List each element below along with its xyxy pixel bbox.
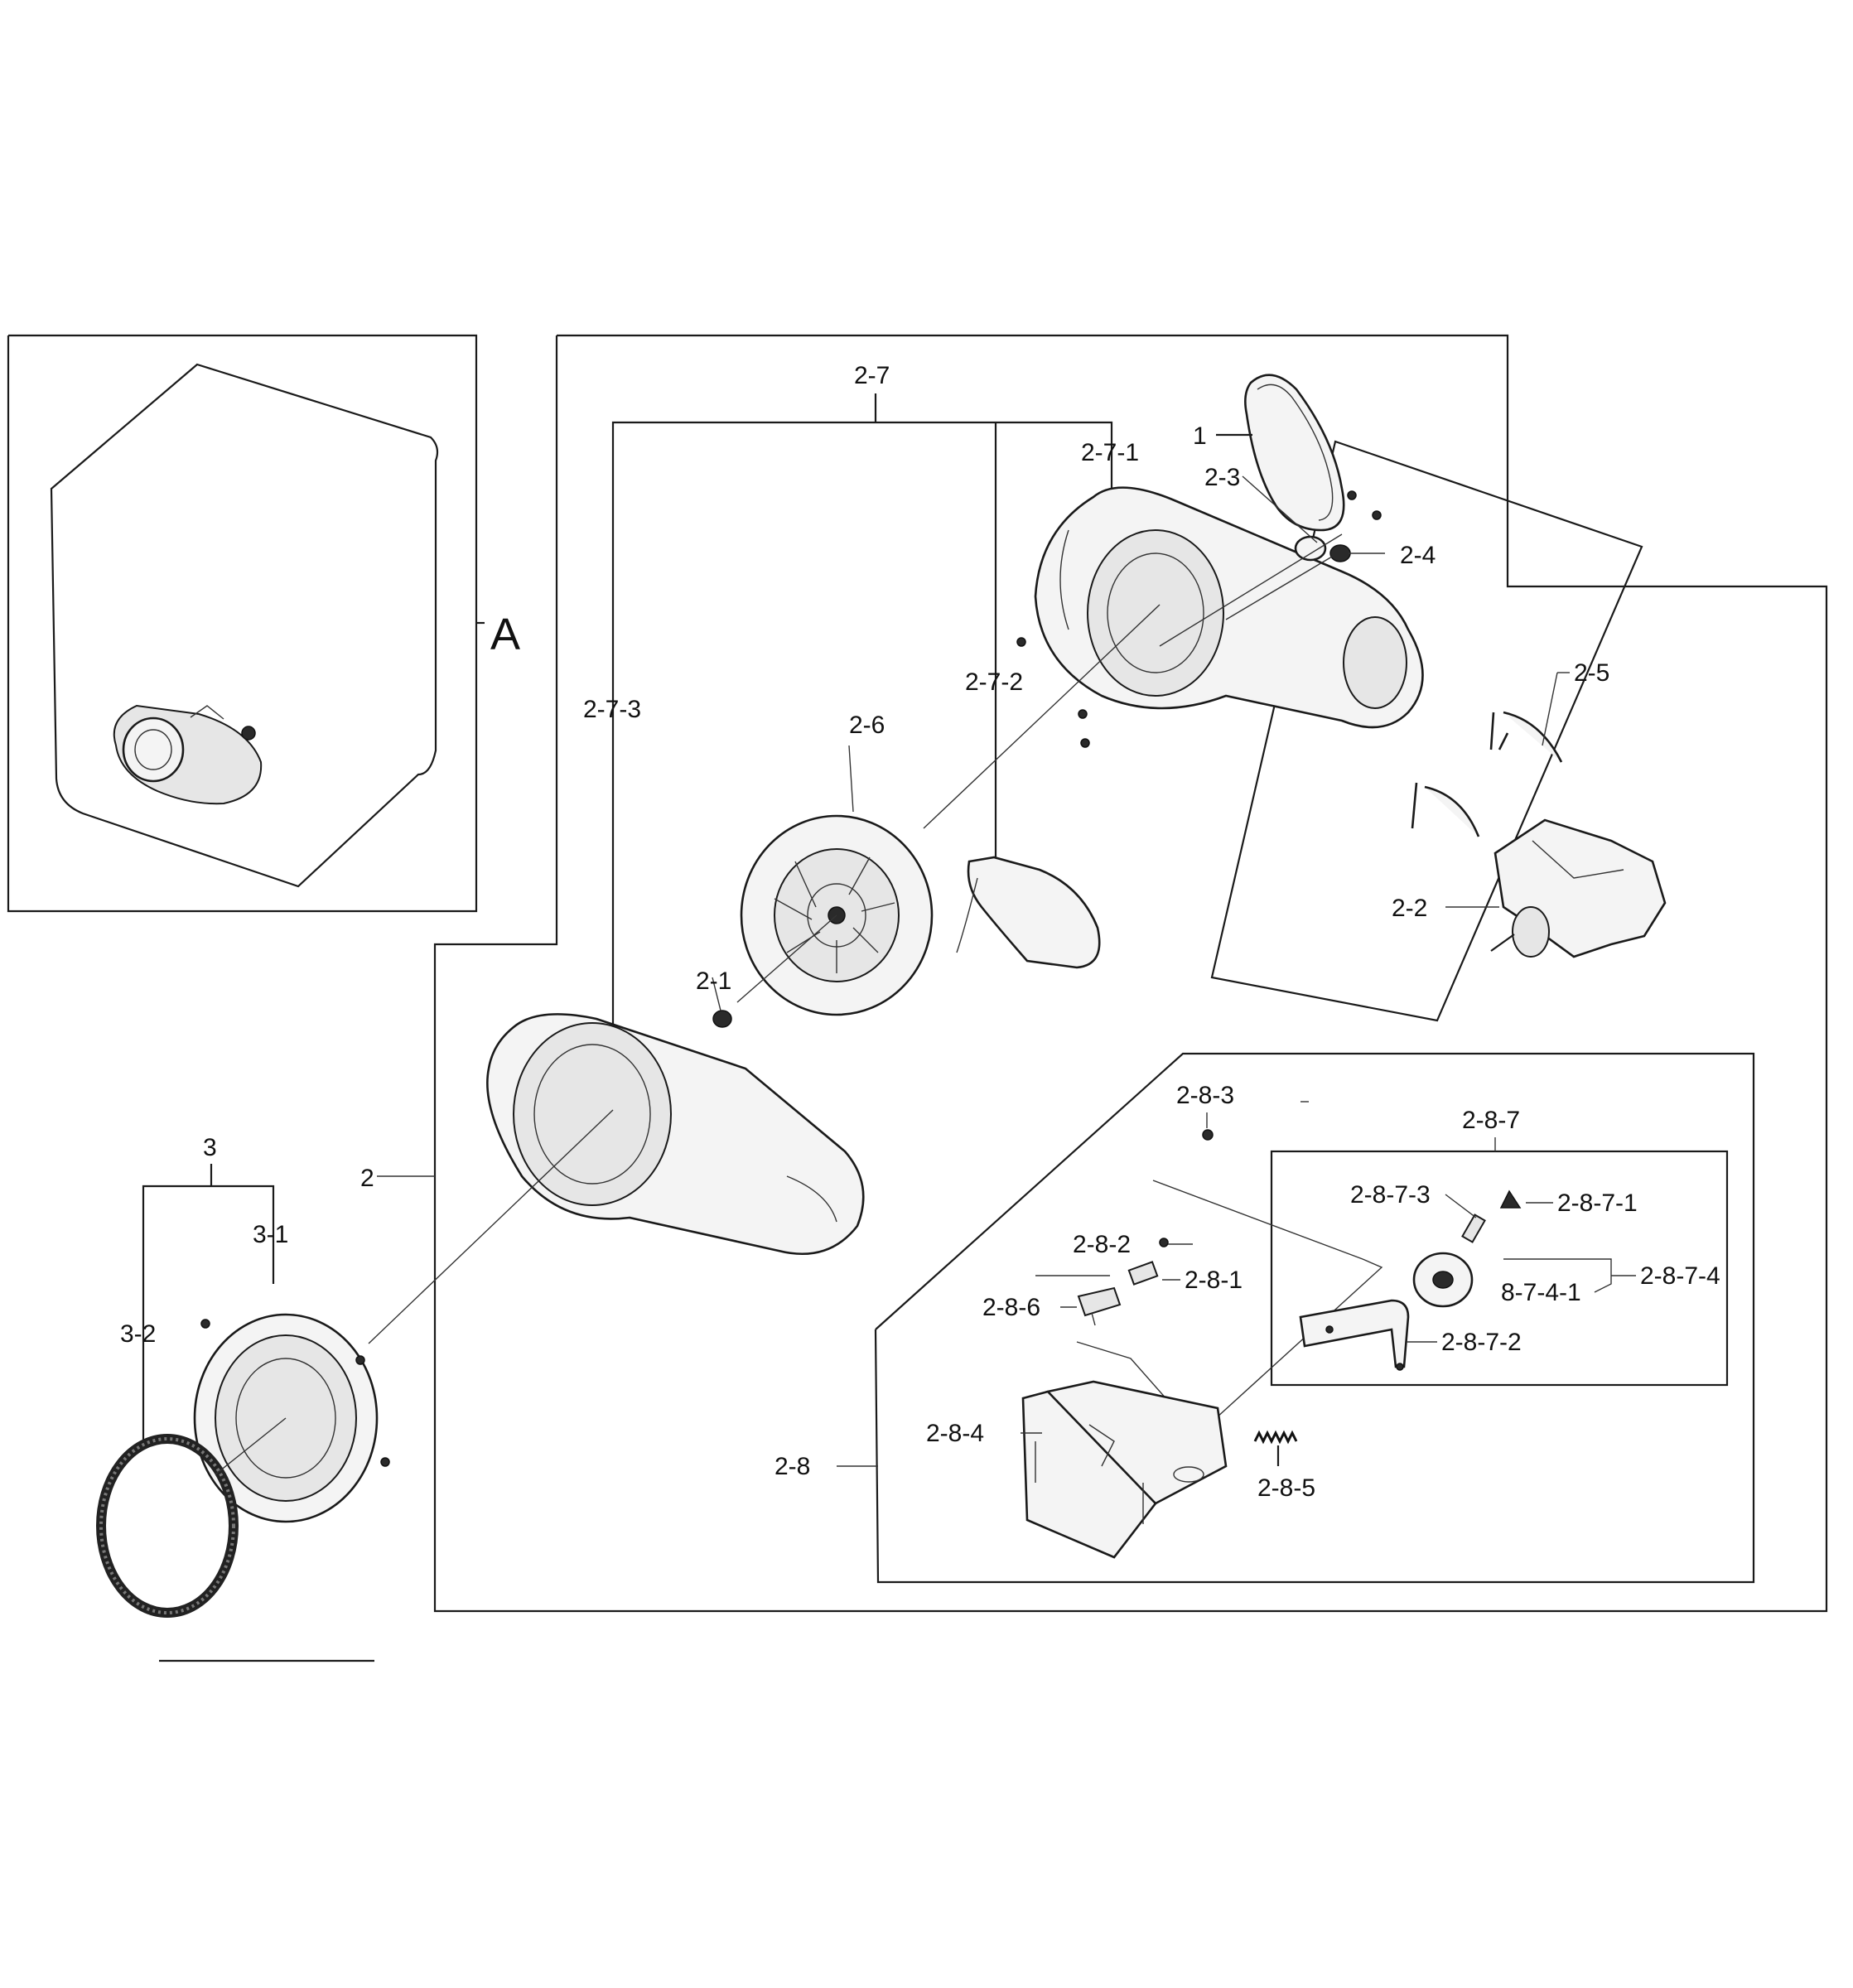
- label-2-4: 2-4: [1400, 542, 1436, 569]
- label-2: 2: [360, 1165, 374, 1192]
- label-2-8-4: 2-8-4: [926, 1420, 984, 1447]
- blower-housing-part-2-7-3: [486, 1013, 865, 1256]
- label-2-2: 2-2: [1392, 895, 1427, 922]
- clamp-part-2-5: [1411, 711, 1563, 837]
- switch-part-2-8-1: [1127, 1261, 1159, 1286]
- clip-part-2-8-7-1: [1499, 1189, 1522, 1209]
- nut-part-2-4: [1329, 544, 1351, 562]
- shaft-part-2-8-7-3: [1461, 1214, 1486, 1243]
- belt-part-1: [1216, 374, 1345, 532]
- motor-subassembly-outline: [1210, 440, 1643, 1022]
- motor-part-2-2: [1490, 818, 1667, 958]
- inset-label-a: A: [490, 610, 520, 659]
- idler-arm-part-2-8-7-2: [1299, 1299, 1410, 1371]
- label-2-8: 2-8: [774, 1453, 810, 1480]
- label-2-8-7-2: 2-8-7-2: [1441, 1329, 1522, 1356]
- label-2-8-2: 2-8-2: [1073, 1231, 1131, 1258]
- label-2-7-2: 2-7-2: [965, 668, 1023, 696]
- screw-part-2-8-3: [1202, 1129, 1214, 1141]
- label-2-8-3: 2-8-3: [1176, 1082, 1234, 1109]
- idler-subassembly-outline: [1270, 1150, 1729, 1387]
- screw-part-2-8-2: [1159, 1238, 1169, 1247]
- assembly-2-outline: [433, 334, 1828, 1613]
- label-2-8-6: 2-8-6: [982, 1294, 1040, 1321]
- label-3-2: 3-2: [120, 1320, 156, 1348]
- bracket-subassembly-outline: [874, 1052, 1755, 1584]
- label-2-6: 2-6: [849, 712, 885, 739]
- bearing-part-2-3: [1294, 490, 1382, 562]
- label-2-8-5: 2-8-5: [1257, 1474, 1315, 1502]
- label-2-8-7-1: 2-8-7-1: [1557, 1189, 1638, 1217]
- bracket-3: [142, 1164, 275, 1440]
- label-2-1: 2-1: [696, 967, 731, 995]
- label-3-1: 3-1: [253, 1221, 288, 1248]
- inset-a-frame: [7, 334, 485, 913]
- label-2-5: 2-5: [1574, 659, 1609, 687]
- spring-part-2-8-5: [1253, 1430, 1298, 1466]
- label-2-8-1: 2-8-1: [1185, 1267, 1243, 1294]
- leader-lines: [377, 475, 1636, 1467]
- label-2-3: 2-3: [1204, 464, 1240, 491]
- inset-blower-assembly: [113, 704, 263, 805]
- assembly-lines: [215, 533, 1383, 1475]
- nut-part-2-1: [712, 1010, 732, 1028]
- label-2-8-7-4: 2-8-7-4: [1640, 1262, 1720, 1290]
- label-2-7-3: 2-7-3: [583, 696, 641, 723]
- bracket-2-7: [611, 393, 1113, 1069]
- duct-part-2-7-2: [956, 856, 1101, 969]
- bracket-part-2-8-6: [1077, 1286, 1122, 1326]
- bracket-part-2-8-4: [1021, 1380, 1228, 1559]
- label-2-7-1: 2-7-1: [1081, 439, 1139, 466]
- blower-housing-part-2-7-1: [1016, 486, 1424, 748]
- label-2-7: 2-7: [854, 362, 890, 389]
- gasket-part-3-2: [96, 1434, 239, 1618]
- label-1: 1: [1193, 422, 1207, 450]
- label-3: 3: [203, 1134, 217, 1161]
- label-2-8-7: 2-8-7: [1462, 1107, 1520, 1134]
- pulley-part-2-8-7-4: [1412, 1252, 1474, 1308]
- label-8-7-4-1: 8-7-4-1: [1501, 1279, 1581, 1306]
- callout-labels: 1 2 2-1 2-2 2-3 2-4 2-5 2-6 2-7 2-7-1 2-…: [120, 362, 1720, 1502]
- label-2-8-7-3: 2-8-7-3: [1350, 1181, 1431, 1209]
